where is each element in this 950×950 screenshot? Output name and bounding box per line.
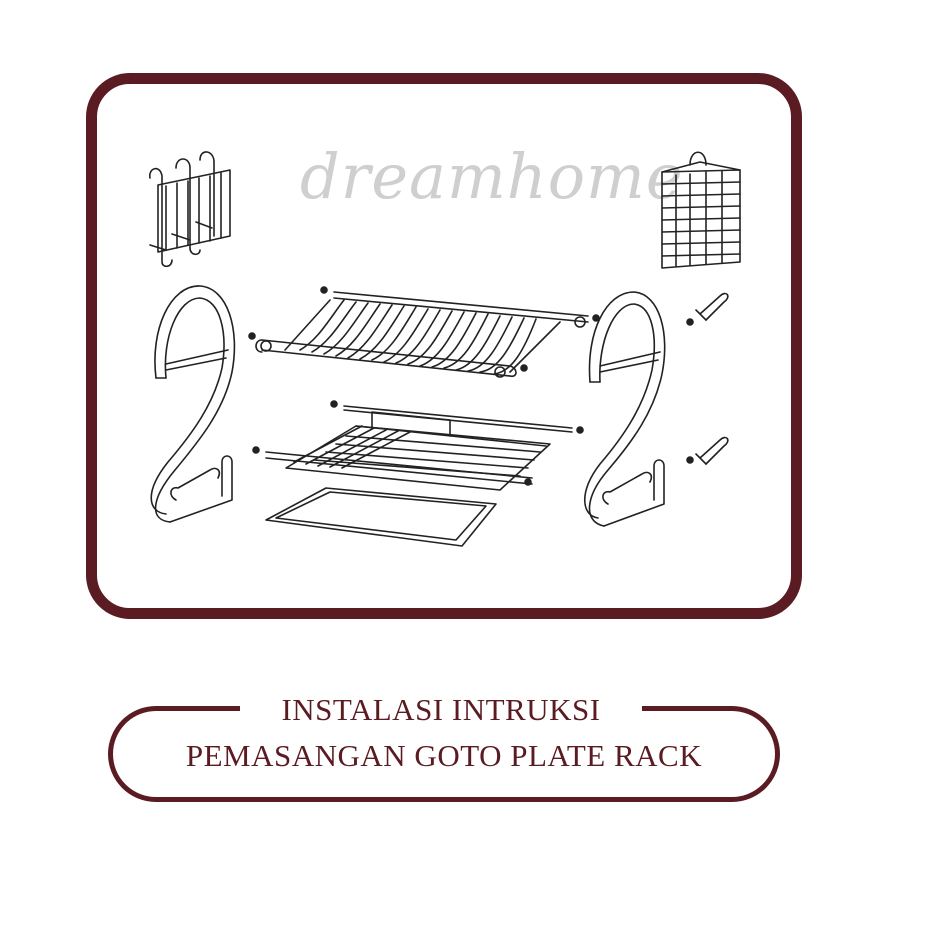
knife-holder-part — [149, 151, 231, 268]
left-s-frame-part — [150, 285, 236, 523]
screw-hooks-part — [686, 292, 729, 465]
right-s-frame-part — [584, 291, 666, 527]
caption-title: INSTALASI INTRUKSI — [240, 691, 642, 729]
cutlery-basket-part — [661, 151, 741, 269]
drip-tray-part — [265, 487, 497, 547]
caption-subtitle: PEMASANGAN GOTO PLATE RACK — [185, 738, 703, 773]
upper-plate-rack-part — [248, 286, 600, 378]
lower-bowl-rack-part — [252, 400, 584, 491]
